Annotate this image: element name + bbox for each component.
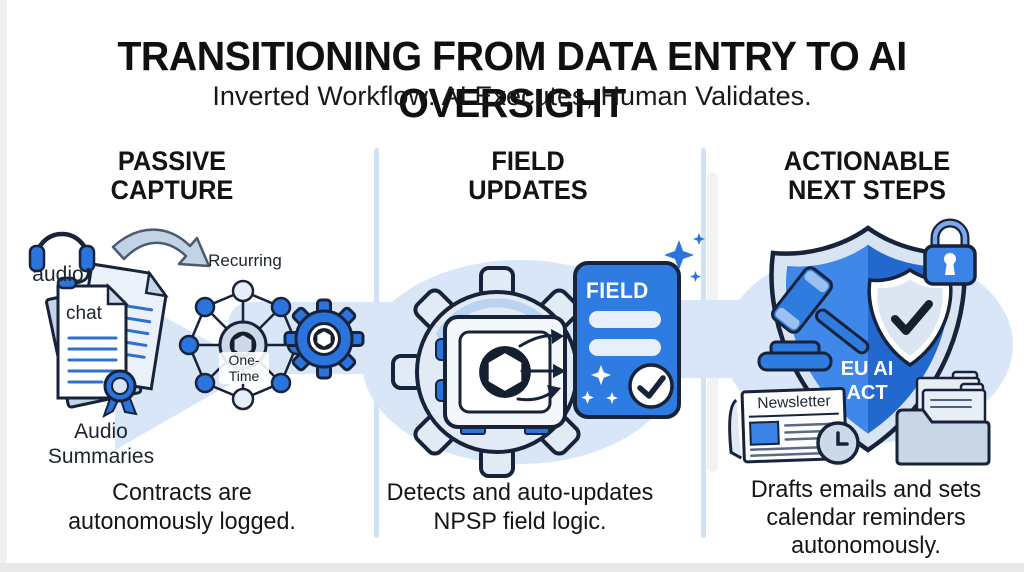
passive-capture-illustration (28, 228, 365, 419)
actionable-next-steps-illustration (728, 218, 991, 466)
page-subtitle: Inverted Workflow: AI Executes, Human Va… (212, 81, 812, 111)
newsletter-label: Newsletter (757, 392, 831, 413)
curved-arrow-icon (111, 228, 211, 268)
ribbon-badge-icon (102, 369, 138, 419)
check-shield-icon (867, 267, 953, 368)
audio-label: audio (32, 263, 84, 286)
caption-line: autonomously logged. (68, 508, 296, 535)
caption-line: Contracts are (112, 479, 252, 506)
clock-icon (816, 421, 860, 465)
check-circle-icon (628, 363, 674, 409)
field-card-icon (573, 261, 681, 419)
header-field-updates: FIELD UPDATES (387, 147, 669, 205)
chat-label: chat (66, 303, 102, 324)
ai-gear-icon (283, 298, 365, 380)
caption-line: calendar reminders (766, 504, 966, 531)
caption-passive-capture: Contracts are autonomously logged. (37, 478, 328, 536)
caption-line: autonomously. (791, 532, 941, 559)
one-time-label: One-Time (219, 352, 269, 384)
documents-stack-icon (45, 262, 169, 419)
gavel-icon (757, 266, 870, 372)
caption-line: Drafts emails and sets (750, 476, 982, 503)
field-updates-illustration (391, 233, 705, 478)
header-line: FIELD (491, 146, 565, 176)
header-line: UPDATES (468, 175, 588, 205)
page-title: TRANSITIONING FROM DATA ENTRY TO AI OVER… (117, 33, 907, 126)
header-actionable-next-steps: ACTIONABLE NEXT STEPS (726, 147, 1008, 205)
caption-line: NPSP field logic. (433, 508, 607, 535)
field-bar-2 (589, 339, 661, 356)
bottom-edge-strip (0, 563, 1024, 572)
header-line: CAPTURE (110, 175, 234, 205)
update-arrows-icon (516, 329, 566, 402)
caption-field-updates: Detects and auto-updates NPSP field logi… (375, 478, 666, 536)
act-line: ACT (846, 382, 888, 404)
caption-actionable-next-steps: Drafts emails and sets calendar reminder… (721, 476, 1012, 560)
padlock-icon (923, 218, 977, 286)
field-bar-1 (589, 311, 661, 328)
headset-icon (28, 231, 96, 290)
caption-line: Detects and auto-updates (386, 479, 654, 506)
header-line: ACTIONABLE (783, 146, 951, 176)
recurring-label: Recurring (208, 251, 282, 270)
folder-icon (895, 370, 991, 466)
audio-summaries-label: Audio Summaries (47, 420, 155, 468)
eu-ai-act-label: EU AI ACT (818, 357, 916, 405)
header-line: NEXT STEPS (788, 175, 946, 205)
header-line: PASSIVE (117, 146, 227, 176)
left-edge-strip (0, 0, 7, 572)
eu-ai-line: EU AI (840, 358, 894, 380)
field-card-title: FIELD (586, 278, 649, 303)
header-passive-capture: PASSIVE CAPTURE (31, 147, 313, 205)
